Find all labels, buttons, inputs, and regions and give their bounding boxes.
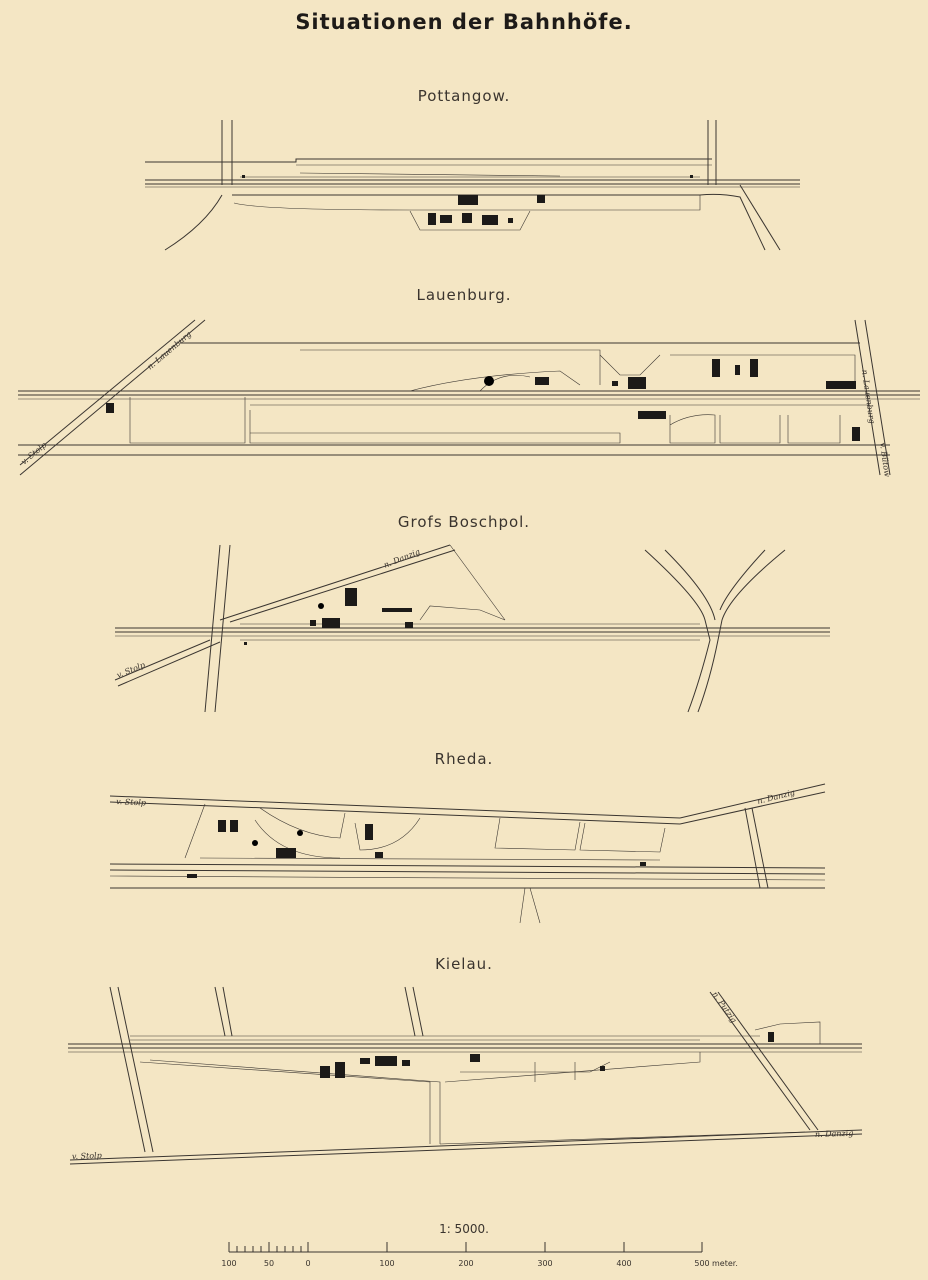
scale-tick-label: 100 <box>379 1259 394 1268</box>
station-title-pottangow: Pottangow. <box>417 87 511 105</box>
scale-tick-label: 100 <box>221 1259 236 1268</box>
station-plan-gross-boschpol: n. Danzig v. Stolp <box>114 544 830 713</box>
road-label-n-danzig: n. Danzig <box>382 547 421 570</box>
road-label-v-stolp: v. Stolp <box>115 660 146 680</box>
station-title-lauenburg: Lauenburg. <box>416 286 512 304</box>
scale-unit: meter. <box>712 1259 738 1268</box>
station-title-gross-boschpol: Grofs Boschpol. <box>397 513 531 531</box>
road-label-v-stolp: v. Stolp <box>116 797 146 808</box>
road-label-v-stolp: v. Stolp <box>20 440 49 466</box>
road-label-v-butow: v. Bütow <box>878 442 892 478</box>
station-title-kielau: Kielau. <box>435 955 493 973</box>
station-plan-pottangow <box>145 120 800 251</box>
road-label-n-putzig: n. Putzig <box>710 990 738 1025</box>
scale-label: 1: 5000. <box>439 1222 489 1236</box>
station-title-rheda: Rheda. <box>434 750 494 768</box>
road-label-v-stolp: v. Stolp <box>72 1151 102 1161</box>
station-plan-rheda: v. Stolp n. Danzig <box>109 783 826 924</box>
sheet-title: Situationen der Bahnhöfe. <box>295 10 633 34</box>
scale-tick-label: 500 <box>694 1259 709 1268</box>
scale-tick-label: 200 <box>458 1259 473 1268</box>
scale-tick-label: 300 <box>537 1259 552 1268</box>
road-label-n-lauenburg-west: n. Lauenburg <box>146 330 194 372</box>
road-label-n-danzig: n. Danzig <box>815 1129 854 1139</box>
station-plan-lauenburg: n. Lauenburg v. Stolp n. Lauenburg v. Bü… <box>18 319 920 478</box>
scale-tick-label: 400 <box>616 1259 631 1268</box>
scale-tick-label: 0 <box>305 1259 310 1268</box>
scale-tick-label: 50 <box>264 1259 274 1268</box>
scale-bar: 100 50 0 100 200 300 400 500 meter. <box>221 1242 738 1268</box>
station-plan-kielau: n. Putzig v. Stolp n. Danzig <box>68 986 863 1165</box>
